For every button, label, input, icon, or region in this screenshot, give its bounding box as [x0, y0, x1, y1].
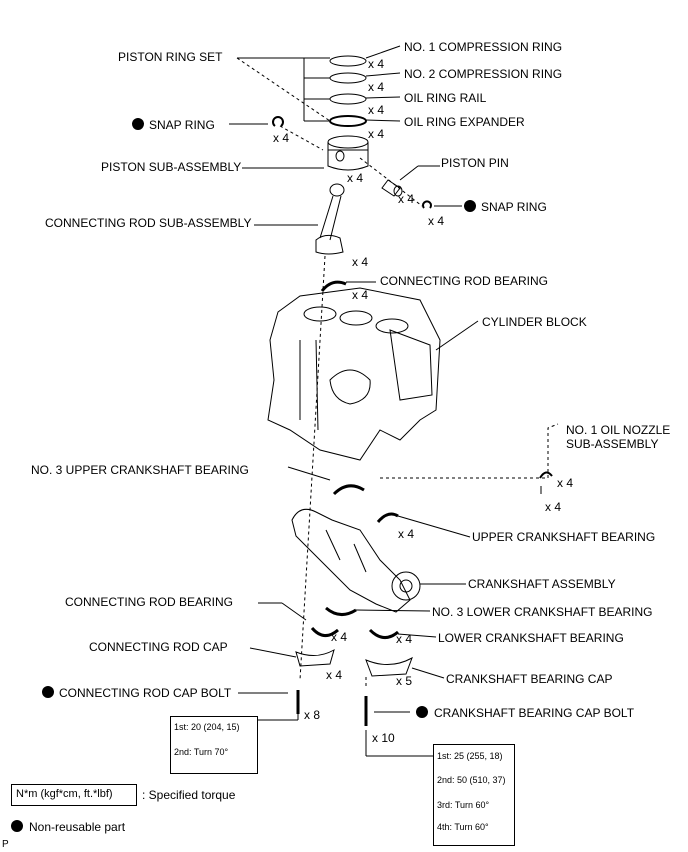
qty-oil-nozzle-bolt: x 4: [545, 500, 562, 514]
qty-piston: x 4: [347, 171, 364, 185]
non-reusable-dot-legend: [11, 820, 23, 832]
qty-no2-ring: x 4: [368, 80, 385, 94]
qty-upper-crank-bearing: x 4: [398, 527, 415, 541]
qty-snap-ring: x 4: [273, 131, 290, 145]
torque-crank-step4: 4th: Turn 60°: [437, 822, 489, 832]
label-connecting-rod-cap: CONNECTING ROD CAP: [89, 640, 228, 654]
qty-conrod-cap-bolt: x 8: [304, 708, 321, 722]
crank-bearing-cap-part: [365, 656, 413, 677]
label-crankshaft-assembly: CRANKSHAFT ASSEMBLY: [468, 577, 616, 591]
label-no1-compression-ring: NO. 1 COMPRESSION RING: [404, 40, 563, 54]
legend-torque-units-box: N*m (kgf*cm, ft.*lbf): [11, 784, 137, 806]
crankshaft-part: [291, 508, 421, 613]
non-reusable-dot-snap-ring: [132, 118, 144, 130]
label-connecting-rod-sub-assembly: CONNECTING ROD SUB-ASSEMBLY: [45, 216, 252, 230]
snap-ring-part: [272, 116, 284, 127]
non-reusable-dot-crank-bolt: [416, 706, 428, 718]
torque-conrod-step2: 2nd: Turn 70°: [174, 747, 229, 757]
qty-conrod-cap: x 4: [326, 668, 343, 682]
upper-crank-bearing-part: [376, 512, 399, 523]
label-crankshaft-bearing-cap-bolt: CRANKSHAFT BEARING CAP BOLT: [434, 706, 635, 720]
no1-compression-ring-part: [329, 55, 367, 67]
label-no3-lower-crankshaft-bearing: NO. 3 LOWER CRANKSHAFT BEARING: [432, 605, 653, 619]
qty-piston-pin: x 4: [398, 192, 415, 206]
snap-ring-2-part: [422, 200, 432, 209]
qty-no1-ring: x 4: [368, 57, 385, 71]
lower-crank-bearing-part: [368, 628, 399, 639]
label-no1-oil-nozzle-line1: NO. 1 OIL NOZZLE: [566, 423, 671, 437]
qty-oil-rail: x 4: [368, 103, 385, 117]
no3-lower-bearing-part: [325, 606, 357, 616]
piston-part: [327, 135, 369, 171]
label-connecting-rod-bearing-upper: CONNECTING ROD BEARING: [380, 274, 549, 288]
conrod-bearing-lower-part: [310, 626, 339, 637]
torque-crank-step3: 3rd: Turn 60°: [437, 800, 490, 810]
conrod-cap-part: [295, 648, 335, 667]
label-cylinder-block: CYLINDER BLOCK: [482, 315, 587, 329]
no2-compression-ring-part: [329, 72, 367, 84]
label-lower-crankshaft-bearing: LOWER CRANKSHAFT BEARING: [438, 631, 624, 645]
non-reusable-dot-snap-ring-2: [464, 200, 476, 212]
qty-crank-bearing-cap-bolt: x 10: [372, 731, 395, 745]
connecting-rod-part: [315, 183, 345, 255]
qty-crank-bearing-cap: x 5: [396, 674, 413, 688]
cylinder-block-part: [267, 287, 441, 461]
qty-conrod-bearing-upper: x 4: [352, 288, 369, 302]
label-piston-sub-assembly: PISTON SUB-ASSEMBLY: [101, 160, 242, 174]
qty-oil-nozzle: x 4: [557, 476, 574, 490]
oil-nozzle-part: [539, 471, 553, 479]
oil-ring-rail-part: [329, 93, 367, 105]
label-crankshaft-bearing-cap: CRANKSHAFT BEARING CAP: [446, 672, 613, 686]
piston-pin-part: [381, 179, 403, 197]
oil-ring-expander-part: [329, 115, 367, 127]
corner-mark: P: [2, 839, 9, 850]
torque-box-conrod-bolt: 1st: 20 (204, 15) 2nd: Turn 70°: [170, 716, 258, 774]
label-upper-crankshaft-bearing: UPPER CRANKSHAFT BEARING: [472, 530, 656, 544]
label-connecting-rod-cap-bolt: CONNECTING ROD CAP BOLT: [59, 686, 232, 700]
legend-non-reusable: Non-reusable part: [29, 820, 126, 834]
label-oil-ring-expander: OIL RING EXPANDER: [404, 115, 525, 129]
label-no2-compression-ring: NO. 2 COMPRESSION RING: [404, 67, 563, 81]
legend-torque-desc: : Specified torque: [142, 788, 236, 802]
conrod-bearing-upper-part: [320, 280, 347, 292]
label-no1-oil-nozzle-line2: SUB-ASSEMBLY: [566, 437, 659, 451]
non-reusable-dot-conrod-bolt: [42, 686, 54, 698]
legend-torque-units: N*m (kgf*cm, ft.*lbf): [16, 788, 113, 800]
qty-conrod: x 4: [352, 255, 369, 269]
label-snap-ring: SNAP RING: [149, 118, 215, 132]
label-connecting-rod-bearing-lower: CONNECTING ROD BEARING: [65, 595, 234, 609]
torque-crank-step1: 1st: 25 (255, 18): [437, 751, 503, 761]
label-piston-ring-set: PISTON RING SET: [118, 50, 223, 64]
no3-upper-bearing-part: [332, 484, 365, 496]
qty-lower-crank-bearing: x 4: [396, 632, 413, 646]
label-no3-upper-crankshaft-bearing: NO. 3 UPPER CRANKSHAFT BEARING: [31, 463, 249, 477]
torque-box-crank-cap-bolt: 1st: 25 (255, 18) 2nd: 50 (510, 37) 3rd:…: [433, 744, 515, 846]
label-oil-ring-rail: OIL RING RAIL: [404, 91, 487, 105]
torque-conrod-step1: 1st: 20 (204, 15): [174, 722, 240, 732]
qty-conrod-bearing-lower: x 4: [331, 630, 348, 644]
label-piston-pin: PISTON PIN: [441, 156, 509, 170]
torque-crank-step2: 2nd: 50 (510, 37): [437, 775, 506, 785]
qty-snap-ring-2: x 4: [428, 214, 445, 228]
label-snap-ring-2: SNAP RING: [481, 200, 547, 214]
qty-oil-expander: x 4: [368, 127, 385, 141]
